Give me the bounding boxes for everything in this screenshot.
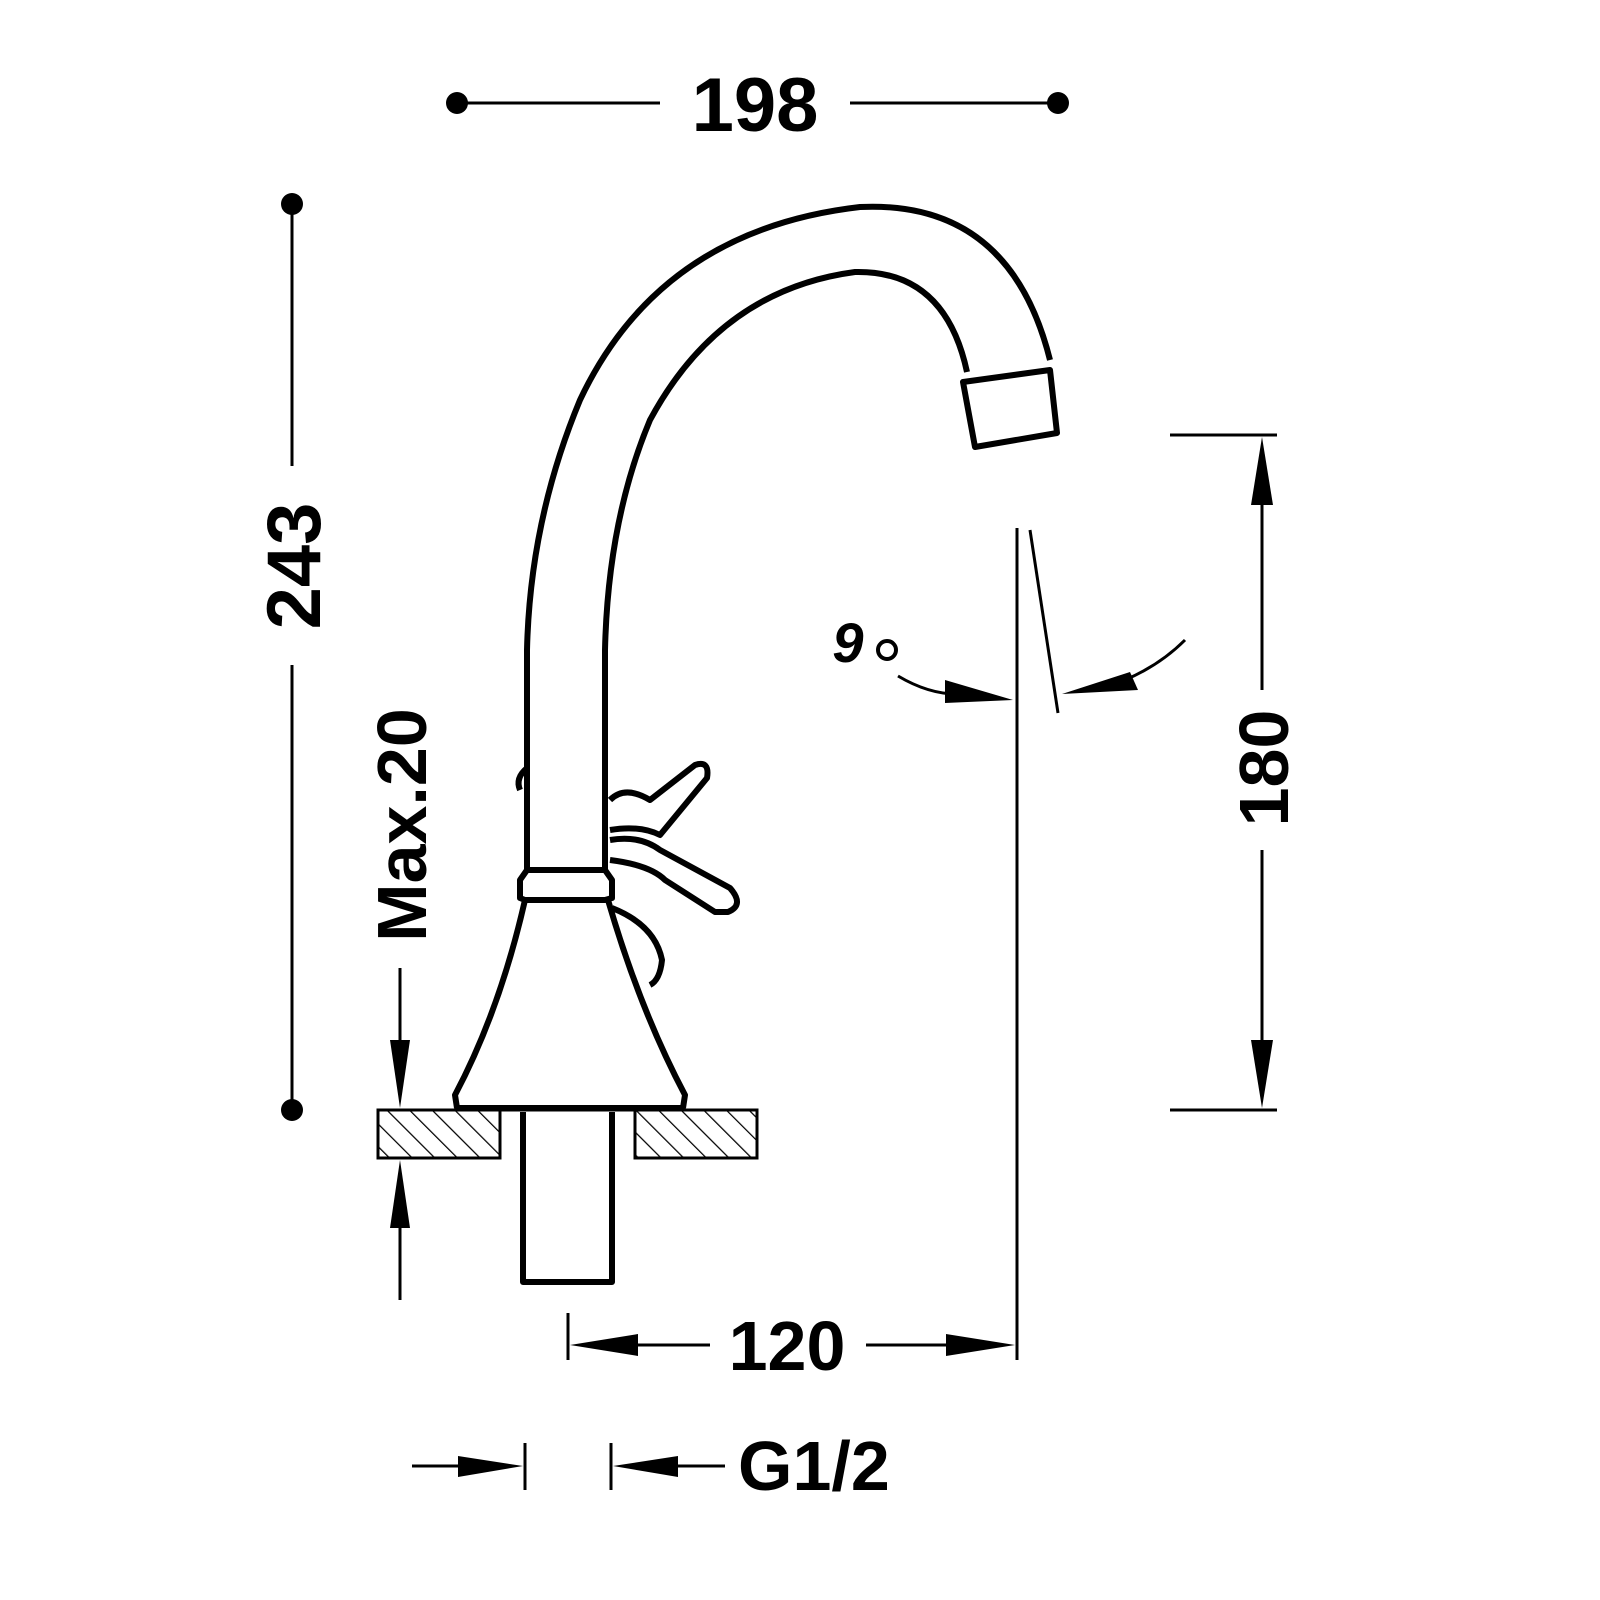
dimension-connection-g12 xyxy=(412,1443,725,1490)
faucet-collar xyxy=(517,867,615,903)
handle-lower-arm xyxy=(609,835,740,915)
dimension-label-180: 180 xyxy=(1225,710,1303,827)
countertop-section xyxy=(376,1108,759,1160)
spout-outer xyxy=(524,203,1053,870)
dimension-label-243: 243 xyxy=(252,503,337,630)
faucet-body xyxy=(452,203,1060,1285)
dimension-label-198: 198 xyxy=(692,63,819,148)
spout-inner xyxy=(602,268,970,870)
dimension-endpoint-dot xyxy=(1047,92,1069,114)
handle-stem xyxy=(610,905,665,988)
dimension-countertop-arrows xyxy=(390,968,410,1300)
dimension-width-198 xyxy=(446,92,1069,114)
dimension-endpoint-dot xyxy=(281,193,303,215)
faucet-knob-left xyxy=(515,765,530,792)
dimension-endpoint-dot xyxy=(281,1099,303,1121)
angle-indicator xyxy=(897,528,1187,1360)
handle-upper-arm xyxy=(607,760,711,838)
dimension-reach-120 xyxy=(566,1313,1015,1360)
degree-symbol xyxy=(876,639,898,661)
dimension-endpoint-dot xyxy=(446,92,468,114)
dimension-label-g12: G1/2 xyxy=(738,1427,890,1505)
dimension-label-max-20: Max.20 xyxy=(363,708,441,941)
angle-label-9: 9 xyxy=(832,611,863,674)
dimension-height-243 xyxy=(281,193,303,1121)
spout-aerator xyxy=(960,367,1060,450)
faucet-base xyxy=(452,899,688,1109)
dimension-spout-height-180 xyxy=(1170,433,1277,1112)
dimension-label-120: 120 xyxy=(729,1307,846,1385)
supply-pipe xyxy=(520,1112,615,1285)
